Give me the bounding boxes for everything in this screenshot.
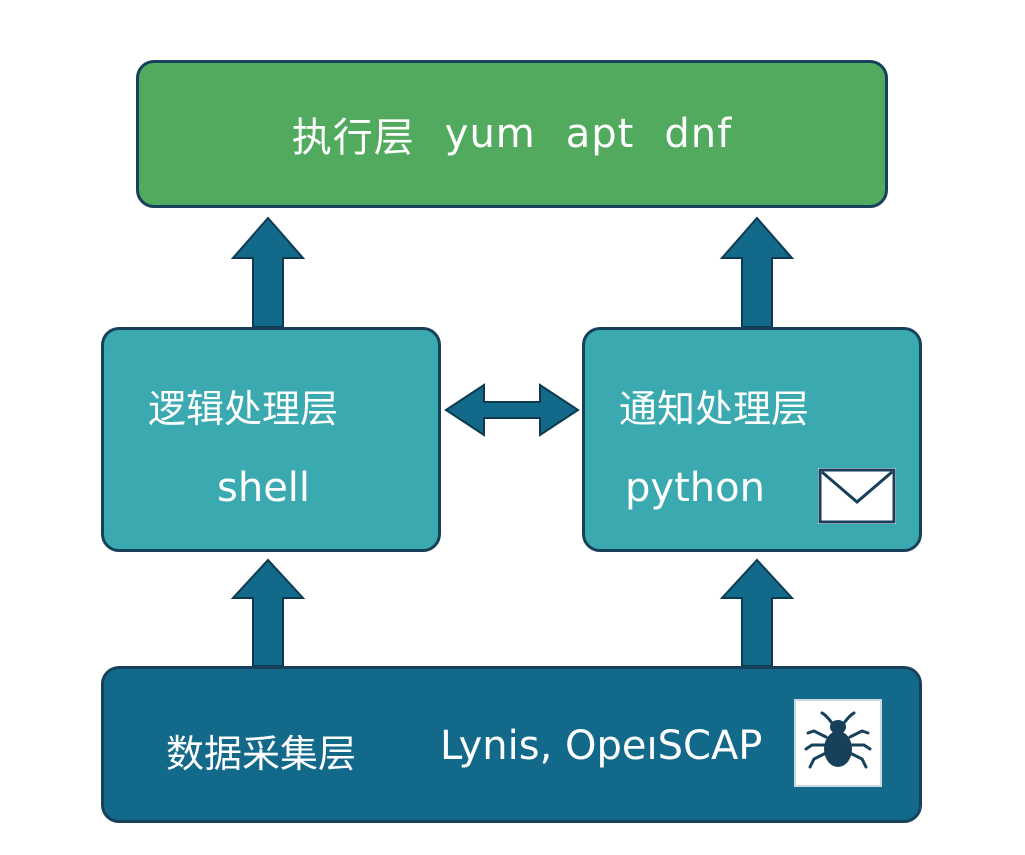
notify-layer-title: 通知处理层 xyxy=(619,387,810,431)
bug-icon xyxy=(794,699,882,787)
data-layer-tools: Lynis, OpeıSCAP xyxy=(440,723,763,769)
execution-tool-apt: apt xyxy=(565,111,635,157)
notify-layer-tool: python xyxy=(625,465,765,511)
logic-layer: 逻辑处理层 shell xyxy=(101,327,441,552)
logic-layer-tool: shell xyxy=(217,465,311,511)
execution-layer: 执行层 yum apt dnf xyxy=(136,60,888,208)
arrow-logic-to-execution xyxy=(230,216,306,328)
execution-layer-title: 执行层 xyxy=(291,115,415,161)
data-layer-title: 数据采集层 xyxy=(166,732,357,776)
data-collection-layer: 数据采集层 Lynis, OpeıSCAP xyxy=(101,666,922,823)
arrow-data-to-notify xyxy=(719,558,795,667)
mail-icon xyxy=(818,468,896,524)
execution-tool-yum: yum xyxy=(444,111,536,157)
arrow-logic-notify-bidirectional xyxy=(444,383,580,437)
logic-layer-title: 逻辑处理层 xyxy=(148,387,339,431)
arrow-data-to-logic xyxy=(230,558,306,667)
execution-tool-dnf: dnf xyxy=(664,111,733,157)
notify-layer: 通知处理层 python xyxy=(582,327,922,552)
arrow-notify-to-execution xyxy=(719,216,795,328)
